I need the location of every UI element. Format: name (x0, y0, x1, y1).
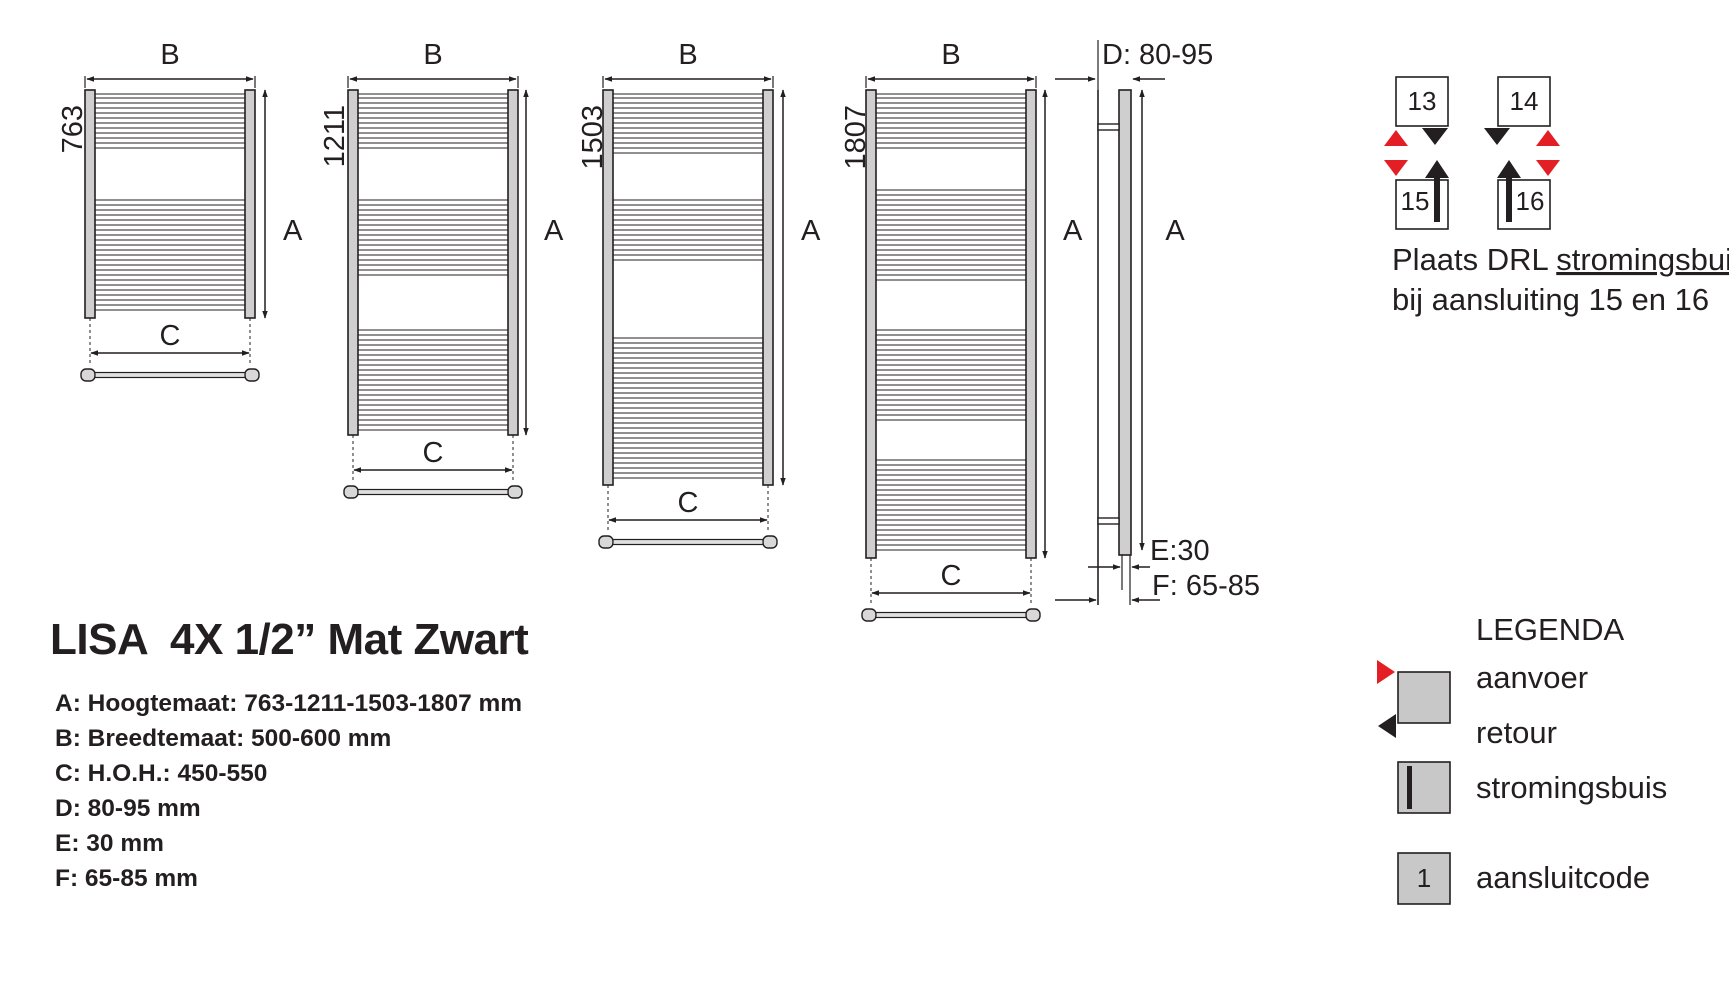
legend-supply-arrow-icon (1377, 660, 1395, 684)
bottom-view-cap (507, 485, 523, 499)
height-dim-label: A (1063, 215, 1083, 247)
side-view-bracket (1097, 123, 1120, 131)
depth-label: D: 80-95 (1102, 39, 1213, 71)
height-dim-label: A (283, 215, 303, 247)
supply-arrow-up-icon (1384, 130, 1408, 146)
width-label: B (678, 39, 697, 71)
bottom-view-bar (357, 488, 509, 496)
product-title: LISA 4X 1/2” Mat Zwart (50, 615, 529, 664)
spec-height: A: Hoogtemaat: 763-1211-1503-1807 mm (55, 690, 523, 717)
bottom-view-cap (1025, 608, 1041, 622)
bottom-view-cap (598, 535, 614, 549)
flow-arrow-up-icon (1425, 160, 1449, 178)
legend: LEGENDA aanvoer retour stromingsbuis 1 a… (1377, 612, 1667, 905)
spec-f: F: 65-85 mm (55, 865, 198, 892)
drl-note-line2: bij aansluiting 15 en 16 (1392, 282, 1709, 317)
return-arrow-down-icon (1484, 128, 1510, 145)
code-13: 13 (1408, 86, 1437, 116)
height-label: 1807 (840, 105, 872, 170)
supply-arrow-up-icon (1536, 130, 1560, 146)
width-label: B (160, 39, 179, 71)
spec-spacing: C: H.O.H.: 450-550 (55, 760, 268, 787)
height-dim-label: A (801, 215, 821, 247)
height-label: 1211 (319, 105, 351, 167)
legend-code-sample: 1 (1417, 863, 1431, 893)
spacing-label: C (678, 487, 699, 519)
legend-title: LEGENDA (1476, 612, 1624, 647)
width-label: B (941, 39, 960, 71)
code-15: 15 (1401, 186, 1430, 216)
legend-connection-code: aansluitcode (1476, 860, 1650, 895)
legend-supply: aanvoer (1476, 660, 1588, 695)
bottom-view-cap (343, 485, 359, 499)
drl-note-line1: Plaats DRL stromingsbuis; (1392, 242, 1729, 277)
spacing-label: C (941, 560, 962, 592)
spec-depth: D: 80-95 mm (55, 795, 201, 822)
legend-flow-pipe-icon (1407, 766, 1412, 809)
spec-list: A: Hoogtemaat: 763-1211-1503-1807 mm B: … (55, 686, 522, 896)
height-label: 763 (57, 105, 89, 153)
side-height-label: A (1165, 215, 1185, 247)
legend-panel-icon (1397, 671, 1451, 724)
legend-return-arrow-icon (1378, 714, 1396, 738)
height-dim-label: A (544, 215, 564, 247)
spec-width: B: Breedtemaat: 500-600 mm (55, 725, 392, 752)
legend-flow-pipe: stromingsbuis (1476, 770, 1667, 805)
code-box-14 (1497, 76, 1551, 127)
bottom-view-cap (762, 535, 778, 549)
bottom-view-bar (875, 611, 1027, 619)
code-16: 16 (1516, 186, 1545, 216)
bottom-view-cap (244, 368, 260, 382)
bottom-view-bar (94, 371, 246, 379)
spacing-label: C (160, 320, 181, 352)
flow-arrow-up-icon (1497, 160, 1521, 178)
code-14: 14 (1510, 86, 1539, 116)
spacing-label: C (423, 437, 444, 469)
supply-arrow-down-icon (1384, 160, 1408, 176)
upright-right (507, 89, 519, 436)
upright-right (1025, 89, 1037, 559)
side-view: D: 80-95 A E:30 F: 65-85 (1055, 39, 1260, 605)
width-label: B (423, 39, 442, 71)
upright-right (762, 89, 774, 486)
upright-right (244, 89, 256, 319)
bottom-view-cap (861, 608, 877, 622)
flow-pipe-icon (1434, 172, 1440, 222)
side-view-bracket (1097, 517, 1120, 525)
f-label: F: 65-85 (1152, 570, 1260, 602)
legend-code-box (1397, 852, 1451, 905)
flow-pipe-icon (1506, 172, 1512, 222)
bottom-view-bar (612, 538, 764, 546)
bottom-view-cap (80, 368, 96, 382)
spec-e: E: 30 mm (55, 830, 164, 857)
code-box-13 (1395, 76, 1449, 127)
connection-options: 13 14 15 16 Plaats DRL stromingsbuis; bi… (1384, 76, 1729, 317)
legend-return: retour (1476, 715, 1557, 750)
return-arrow-down-icon (1422, 128, 1448, 145)
drl-note-link: stromingsbuis; (1556, 242, 1729, 277)
legend-flow-pipe-box (1397, 761, 1451, 814)
height-label: 1503 (577, 105, 609, 170)
e-label: E:30 (1150, 535, 1210, 567)
supply-arrow-down-icon (1536, 160, 1560, 176)
side-view-panel (1118, 89, 1132, 556)
